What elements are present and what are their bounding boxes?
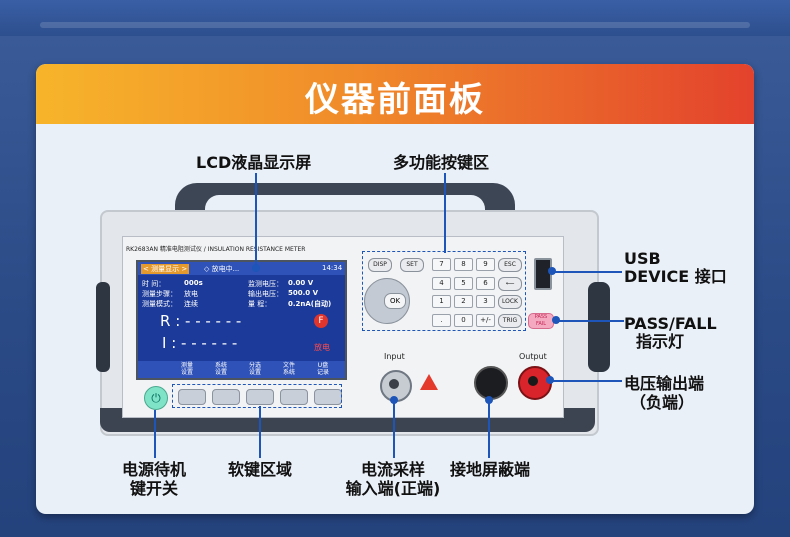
warning-icon	[420, 374, 438, 390]
cin-dot	[390, 396, 398, 404]
callout-passfail-line1: PASS/FALL	[624, 314, 717, 333]
lcd-mode: < 测量显示 >	[141, 264, 190, 274]
callout-vout-line2: （负端）	[630, 393, 695, 412]
lcd-dot	[252, 264, 260, 272]
passfail-dot	[552, 316, 560, 324]
softkey-button-3[interactable]	[246, 389, 274, 405]
model-label: RK2683AN 精准电阻测试仪 / INSULATION RESISTANCE…	[126, 246, 306, 253]
lcd-row-value: 连续	[184, 300, 198, 308]
softkey-label: 分选 设置	[248, 362, 261, 376]
power-leader	[154, 410, 156, 458]
lock-key[interactable]: LOCK	[498, 295, 522, 309]
softkey-button-2[interactable]	[212, 389, 240, 405]
trig-key[interactable]: TRIG	[498, 314, 522, 328]
output-label: Output	[519, 352, 547, 361]
lcd-status: ◇ 放电中...	[204, 265, 240, 273]
callout-passfail-line2: 指示灯	[636, 332, 685, 351]
keypad-highlight	[362, 251, 526, 331]
callout-ground: 接地屏蔽端	[449, 460, 530, 479]
lcd-time: 14:34	[322, 264, 343, 272]
lcd-screen: < 测量显示 > ◇ 放电中... 14:34 时 间： 000s 监测电压： …	[136, 260, 347, 380]
callout-power-line2: 键开关	[129, 479, 178, 498]
ground-terminal[interactable]	[474, 366, 508, 400]
softkeys-leader	[259, 406, 261, 458]
vout-leader	[550, 380, 622, 382]
lcd-row-value2: 500.0 V	[288, 289, 318, 297]
instrument-side-left	[96, 282, 110, 372]
current-input-core	[389, 379, 399, 389]
lcd-row-value: 000s	[184, 279, 203, 287]
lcd-row-key: 时 间：	[142, 280, 166, 288]
callout-cin-line1: 电流采样	[360, 460, 425, 479]
ground-dot	[485, 396, 493, 404]
softkey-label: U盘 记录	[316, 362, 329, 376]
callout-usb-line2: DEVICE 接口	[624, 267, 727, 286]
digit-key[interactable]: .	[432, 314, 451, 327]
softkey-label: 测量 设置	[180, 362, 193, 376]
callout-softkeys: 软键区域	[227, 460, 292, 479]
vout-dot	[546, 376, 554, 384]
esc-key[interactable]: ESC	[498, 258, 522, 272]
keys-leader	[444, 173, 446, 253]
callout-cin-line2: 输入端(正端)	[345, 479, 441, 498]
lcd-row-key: 测量模式：	[142, 300, 177, 308]
lcd-current-readout: I : - - - - - -	[162, 334, 238, 352]
digit-key[interactable]: 3	[476, 295, 495, 308]
softkey-label: 系统 设置	[214, 362, 227, 376]
callout-keys: 多功能按键区	[393, 153, 490, 172]
top-ridge	[40, 22, 750, 28]
digit-key[interactable]: 2	[454, 295, 473, 308]
digit-key[interactable]: 5	[454, 277, 473, 290]
lcd-row-value: 放电	[184, 290, 198, 298]
digit-key[interactable]: 9	[476, 258, 495, 271]
power-button[interactable]: ⏻	[144, 386, 168, 410]
callout-power-line1: 电源待机	[121, 460, 186, 479]
ground-leader	[488, 400, 490, 458]
callout-vout-line1: 电压输出端	[624, 374, 705, 393]
softkey-highlight	[172, 384, 342, 408]
instrument-side-right	[588, 282, 610, 372]
lcd-row-value2: 0.00 V	[288, 279, 314, 287]
lcd-discharge-label: 放电	[314, 343, 330, 352]
softkey-label: 文件 系统	[282, 362, 295, 376]
lcd-row-key2: 输出电压：	[248, 290, 283, 298]
fail-badge: F	[314, 314, 328, 328]
digit-key[interactable]: 1	[432, 295, 451, 308]
ok-button[interactable]: OK	[384, 293, 406, 309]
lcd-row-key: 测量步骤：	[142, 290, 177, 298]
usb-leader	[552, 271, 622, 273]
pass-fail-led: PASS FAIL	[528, 313, 554, 329]
top-strip	[0, 0, 790, 36]
lcd-header-bar	[138, 262, 345, 275]
digit-key[interactable]: 4	[432, 277, 451, 290]
lcd-row-key2: 量 程：	[248, 300, 272, 308]
callout-usb-line1: USB	[624, 249, 661, 268]
disp-key[interactable]: DISP	[368, 258, 392, 272]
digit-key[interactable]: +/-	[476, 314, 495, 327]
lcd-softkey-labels: 测量 设置 系统 设置 分选 设置 文件 系统 U盘 记录	[138, 361, 345, 378]
title-banner: 仪器前面板	[36, 64, 754, 124]
digit-key[interactable]: 7	[432, 258, 451, 271]
lcd-resistance-readout: R : - - - - - -	[160, 312, 242, 330]
softkey-button-1[interactable]	[178, 389, 206, 405]
set-key[interactable]: SET	[400, 258, 424, 272]
digit-key[interactable]: 0	[454, 314, 473, 327]
cin-leader	[393, 400, 395, 458]
back-key[interactable]: ⟵	[498, 277, 522, 291]
passfail-leader	[556, 320, 624, 322]
input-label: Input	[384, 352, 405, 361]
page-title: 仪器前面板	[305, 80, 485, 120]
lcd-row-key2: 监测电压：	[248, 280, 283, 288]
softkey-button-4[interactable]	[280, 389, 308, 405]
lcd-leader	[255, 173, 257, 265]
callout-lcd: LCD液晶显示屏	[196, 153, 312, 172]
digit-key[interactable]: 6	[476, 277, 495, 290]
digit-key[interactable]: 8	[454, 258, 473, 271]
voltage-output-core	[528, 376, 538, 386]
usb-dot	[548, 267, 556, 275]
lcd-row-value2: 0.2nA(自动)	[288, 300, 332, 308]
